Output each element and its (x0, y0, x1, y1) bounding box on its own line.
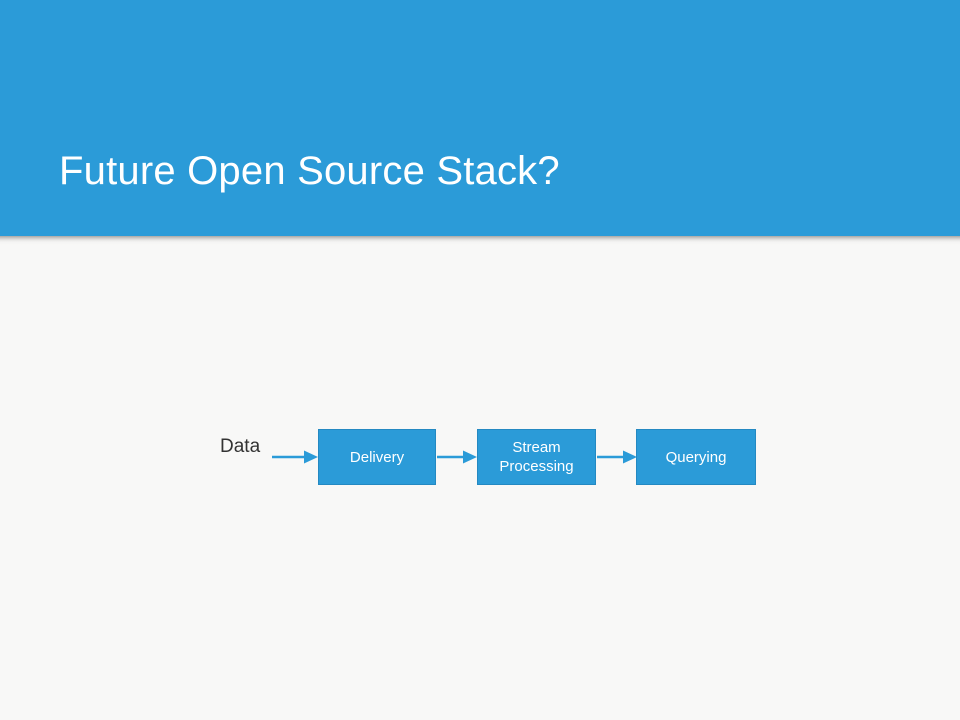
flow-box-querying[interactable]: Querying (636, 429, 756, 485)
page-title: Future Open Source Stack? (59, 149, 560, 193)
arrow-delivery-to-stream-processing (437, 450, 477, 464)
arrow-data-to-delivery (272, 450, 318, 464)
diagram-source-label: Data (220, 436, 261, 457)
flow-box-stream-processing-label: Stream Processing (499, 439, 574, 475)
arrow-stream-processing-to-querying (597, 450, 637, 464)
flow-box-delivery[interactable]: Delivery (318, 429, 436, 485)
flow-box-delivery-label: Delivery (349, 448, 405, 466)
slide-header-band (0, 0, 960, 236)
header-shadow (0, 236, 960, 245)
flow-box-querying-label: Querying (665, 448, 727, 466)
flow-box-stream-processing[interactable]: Stream Processing (477, 429, 596, 485)
